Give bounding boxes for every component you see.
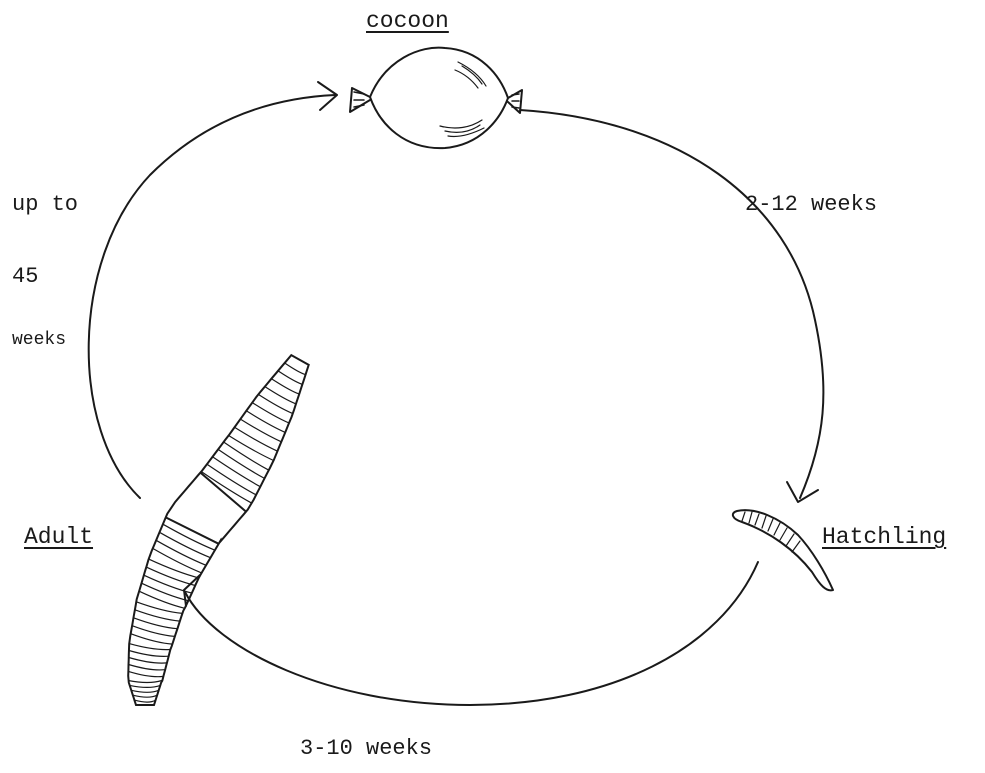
arc-hatchling-to-adult — [185, 562, 758, 705]
worm-segment-ring — [246, 411, 285, 433]
worm-segment-ring — [136, 602, 182, 614]
stage-label-hatchling: Hatchling — [822, 524, 946, 550]
worm-segment-ring — [134, 700, 155, 702]
worm-segment-ring — [146, 567, 195, 585]
worm-segment-ring — [240, 419, 281, 442]
duration-hatchling-to-adult: 3-10 weeks — [300, 736, 432, 761]
worm-segment-ring — [131, 690, 158, 692]
worm-segment-ring — [278, 371, 302, 385]
duration-adult-to-cocoon-line3: weeks — [12, 330, 66, 350]
arc-adult-to-cocoon — [89, 95, 335, 498]
worm-segment-ring — [142, 583, 189, 601]
hatchling-illustration — [733, 510, 833, 590]
worm-segment-ring — [128, 681, 162, 683]
stage-label-adult: Adult — [24, 524, 93, 550]
worm-segment-ring — [129, 644, 170, 650]
worm-segment-ring — [128, 671, 163, 676]
stage-label-cocoon: cocoon — [366, 8, 449, 34]
worm-segment-ring — [252, 403, 289, 423]
arc-cocoon-to-hatchling — [520, 110, 823, 498]
worm-segment-ring — [235, 427, 278, 451]
duration-cocoon-to-hatchling: 2-12 weeks — [745, 192, 877, 217]
worm-segment-ring — [229, 436, 274, 461]
worm-segment-ring — [130, 685, 161, 687]
worm-segment-ring — [129, 651, 169, 657]
worm-segment-ring — [133, 695, 157, 697]
worm-segment-ring — [258, 394, 293, 413]
worm-clitellum-start — [200, 473, 246, 512]
cocoon-illustration — [350, 48, 522, 148]
worm-segment-ring — [135, 610, 180, 621]
duration-adult-to-cocoon-line1: up to — [12, 192, 78, 217]
worm-segment-ring — [201, 472, 251, 504]
worm-segment-ring — [285, 363, 306, 375]
adult-worm-illustration — [128, 355, 309, 705]
worm-segment-ring — [129, 665, 166, 670]
worm-segment-ring — [129, 658, 167, 664]
duration-adult-to-cocoon-line2: 45 — [12, 264, 38, 289]
